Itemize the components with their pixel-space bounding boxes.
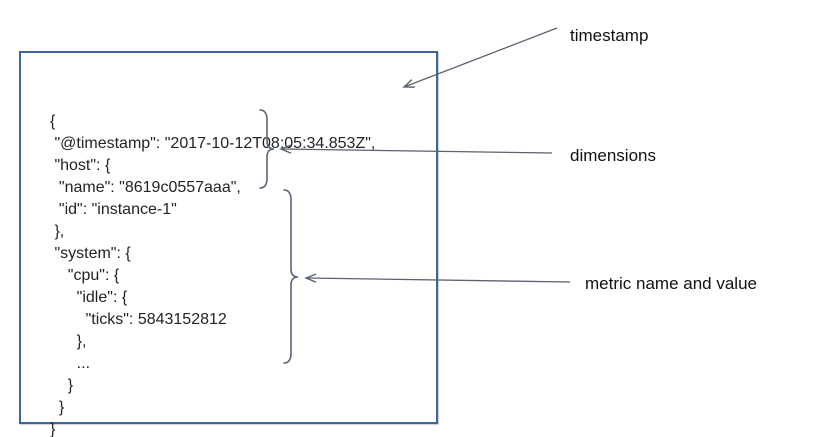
annotation-label-timestamp: timestamp [570,26,649,45]
json-document-box: { "@timestamp": "2017-10-12T08:05:34.853… [19,51,438,437]
annotation-label-metric-name-and-value: metric name and value [585,274,757,293]
json-code-block: { "@timestamp": "2017-10-12T08:05:34.853… [50,113,376,437]
annotation-label-dimensions: dimensions [570,146,656,165]
